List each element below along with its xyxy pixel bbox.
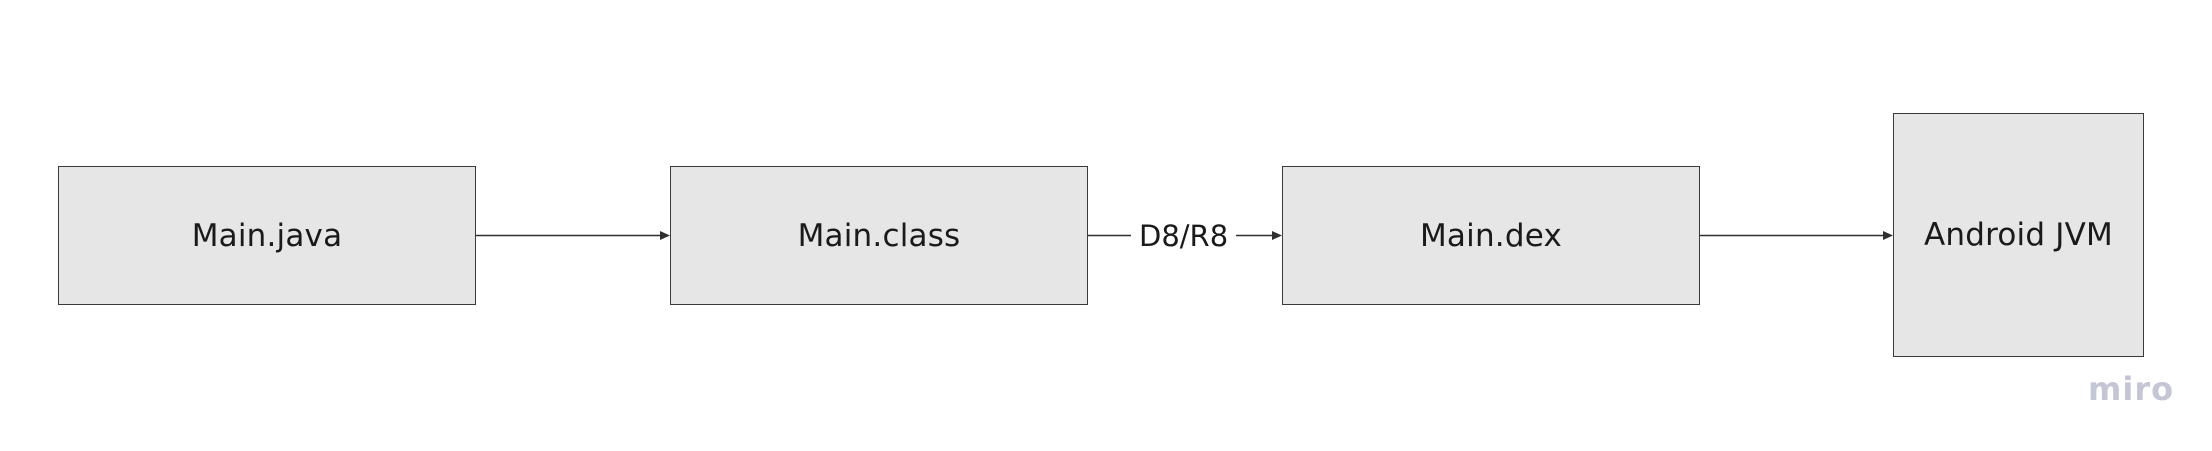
node-label: Main.java xyxy=(191,217,343,254)
node-main-class[interactable]: Main.class xyxy=(670,166,1088,305)
miro-watermark-logo: miro xyxy=(2088,370,2175,408)
node-main-dex[interactable]: Main.dex xyxy=(1282,166,1700,305)
edge-java-to-class-arrowhead xyxy=(660,231,670,240)
node-label: Main.dex xyxy=(1419,217,1562,254)
node-android-jvm[interactable]: Android JVM xyxy=(1893,113,2144,357)
node-main-java[interactable]: Main.java xyxy=(58,166,476,305)
edge-label-d8-r8: D8/R8 xyxy=(1131,218,1237,254)
node-label: Main.class xyxy=(797,217,961,254)
edge-class-to-dex-arrowhead xyxy=(1272,231,1282,240)
node-label: Android JVM xyxy=(1923,217,2113,253)
edge-dex-to-jvm-arrowhead xyxy=(1883,231,1893,240)
